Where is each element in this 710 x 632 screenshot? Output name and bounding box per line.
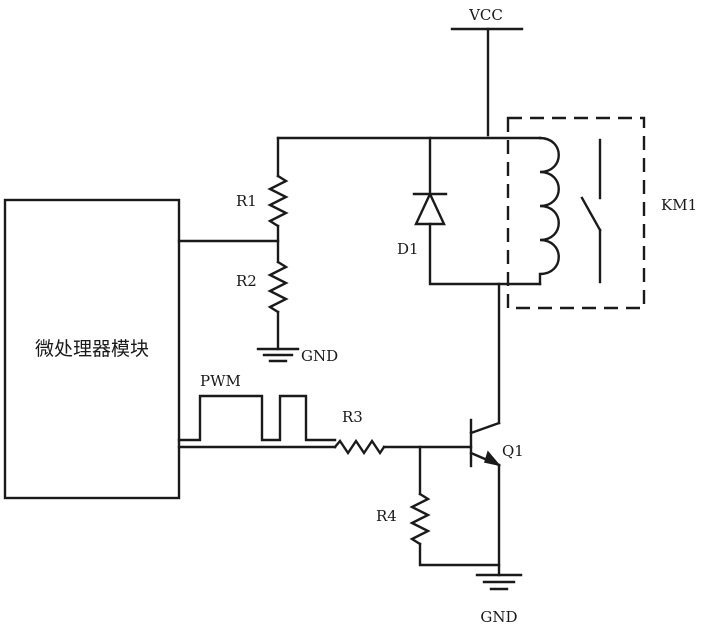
diode-d1 xyxy=(414,191,446,226)
km1-label: KM1 xyxy=(661,196,697,214)
microprocessor-module-label: 微处理器模块 xyxy=(35,338,149,360)
d1-label: D1 xyxy=(397,240,419,258)
r1-resistor xyxy=(267,174,289,228)
r3-resistor xyxy=(333,438,386,456)
relay-switch xyxy=(580,138,602,284)
relay-coil xyxy=(538,136,560,286)
diode-wire xyxy=(428,136,542,286)
pwm-waveform xyxy=(177,394,337,442)
gnd-top-label: GND xyxy=(301,347,338,365)
vcc-label: VCC xyxy=(468,6,503,24)
q1-label: Q1 xyxy=(502,442,524,460)
r2-label: R2 xyxy=(236,272,257,290)
r4-label: R4 xyxy=(376,507,397,525)
vcc-supply: VCC xyxy=(450,6,524,137)
r4-ground-wire xyxy=(418,542,501,567)
r1-label: R1 xyxy=(236,192,257,210)
microprocessor-module-box xyxy=(3,198,181,500)
ground-top-symbol xyxy=(256,347,300,363)
gnd-bottom-label: GND xyxy=(480,608,517,626)
r3-label: R3 xyxy=(342,408,363,426)
km1-relay-enclosure xyxy=(506,116,646,310)
ground-bottom-symbol xyxy=(475,573,523,591)
r4-resistor xyxy=(409,492,431,546)
transistor-q1 xyxy=(469,418,501,468)
pwm-label: PWM xyxy=(200,372,241,390)
r2-resistor xyxy=(267,260,289,314)
